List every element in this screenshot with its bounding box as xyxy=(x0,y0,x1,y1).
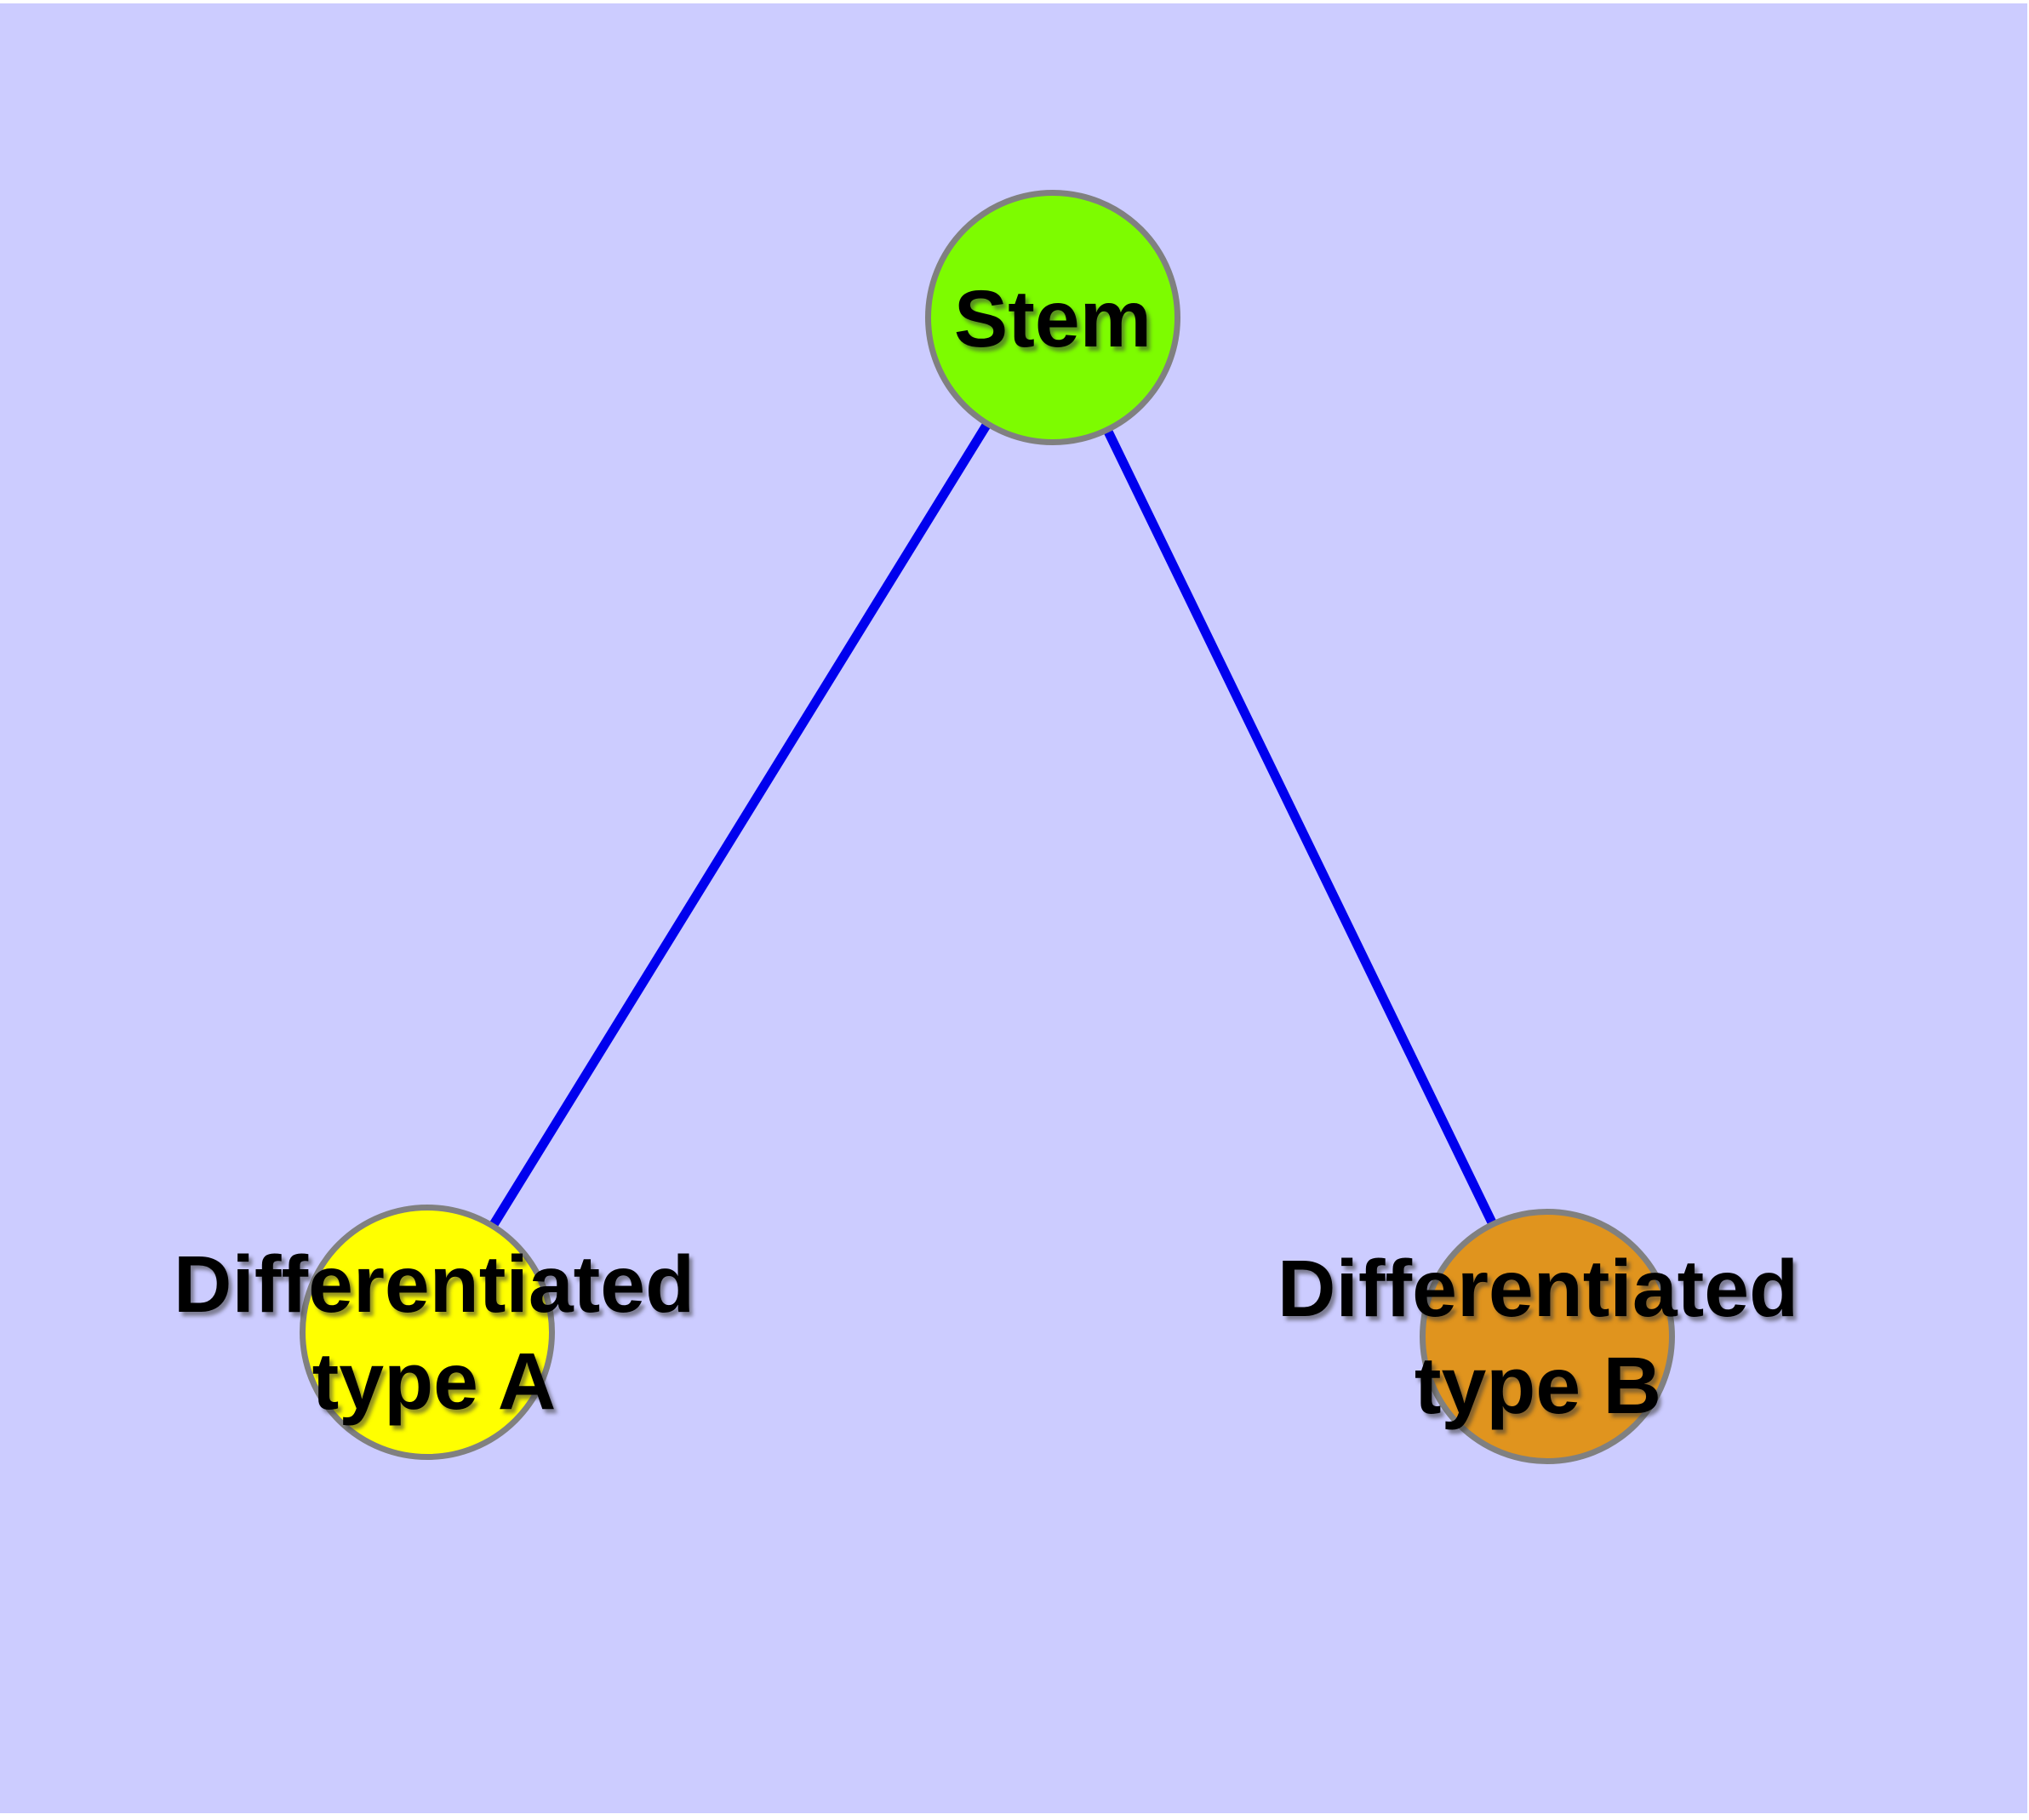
node-differentiated-type-a-label-line-2: type A xyxy=(311,1336,557,1427)
node-differentiated-type-a-label: Differentiated type A xyxy=(174,1236,694,1430)
node-differentiated-type-b-label-line-1: Differentiated xyxy=(1277,1244,1799,1334)
edge-stem-to-type-a xyxy=(423,315,1057,1335)
node-differentiated-type-a-circle xyxy=(300,1205,555,1460)
node-stem-circle xyxy=(925,190,1180,445)
node-differentiated-type-a-label-line-1: Differentiated xyxy=(173,1239,695,1330)
node-differentiated-type-b-label: Differentiated type B xyxy=(1277,1240,1798,1434)
node-differentiated-type-b-circle xyxy=(1420,1209,1675,1464)
node-differentiated-type-b-label-line-2: type B xyxy=(1414,1341,1662,1431)
edge-stem-to-type-b xyxy=(1049,315,1552,1339)
node-stem-label: Stem xyxy=(954,271,1152,368)
node-stem-label-line-1: Stem xyxy=(953,274,1152,364)
